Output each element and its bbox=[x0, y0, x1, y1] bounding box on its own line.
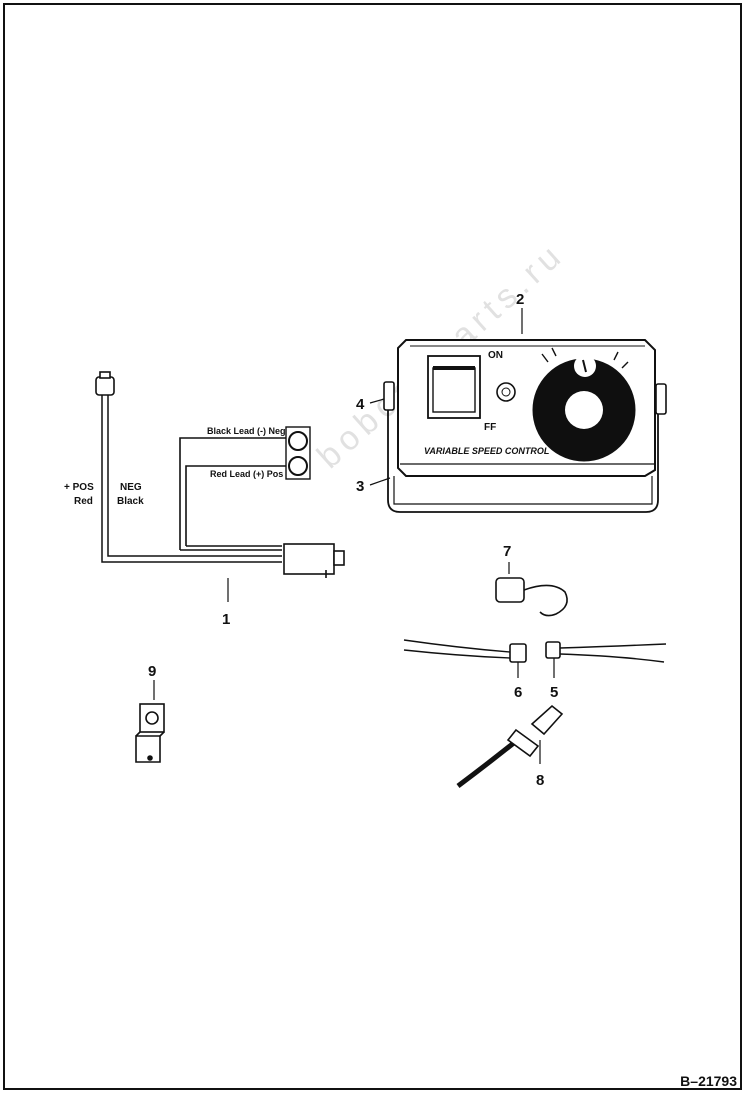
red-lead-label: Red Lead (+) Pos bbox=[210, 469, 283, 479]
off-label: FF bbox=[484, 422, 496, 433]
neg-label: NEG bbox=[120, 482, 142, 493]
callout-1: 1 bbox=[222, 611, 230, 628]
black-label: Black bbox=[117, 496, 144, 507]
panel-text: VARIABLE SPEED CONTROL bbox=[424, 446, 549, 456]
wiring-harness bbox=[95, 371, 345, 602]
control-box bbox=[369, 308, 667, 513]
figure-border bbox=[3, 3, 742, 1090]
connector-5 bbox=[545, 641, 561, 659]
cap-part bbox=[495, 562, 568, 617]
spade-terminal bbox=[456, 704, 564, 788]
wire-connectors bbox=[403, 639, 667, 678]
pos-label: + POS bbox=[64, 482, 94, 493]
mounting-bracket bbox=[387, 382, 659, 513]
on-label: ON bbox=[488, 350, 503, 361]
figure-reference: B–21793 bbox=[680, 1073, 737, 1089]
harness-plug bbox=[95, 376, 115, 396]
red-label: Red bbox=[74, 496, 93, 507]
harness-connector bbox=[283, 543, 335, 575]
callout-7: 7 bbox=[503, 543, 511, 560]
callout-9: 9 bbox=[148, 663, 156, 680]
callout-3: 3 bbox=[356, 478, 364, 495]
callout-2: 2 bbox=[516, 291, 524, 308]
callout-4: 4 bbox=[356, 396, 365, 413]
mount-bracket-9 bbox=[135, 680, 165, 763]
callout-5: 5 bbox=[550, 684, 558, 701]
black-lead-label: Black Lead (-) Neg bbox=[207, 426, 286, 436]
bracket-knob-left bbox=[383, 381, 395, 411]
connector-6 bbox=[509, 643, 527, 663]
bracket-knob-right bbox=[655, 383, 667, 415]
callout-6: 6 bbox=[514, 684, 522, 701]
callout-8: 8 bbox=[536, 772, 544, 789]
